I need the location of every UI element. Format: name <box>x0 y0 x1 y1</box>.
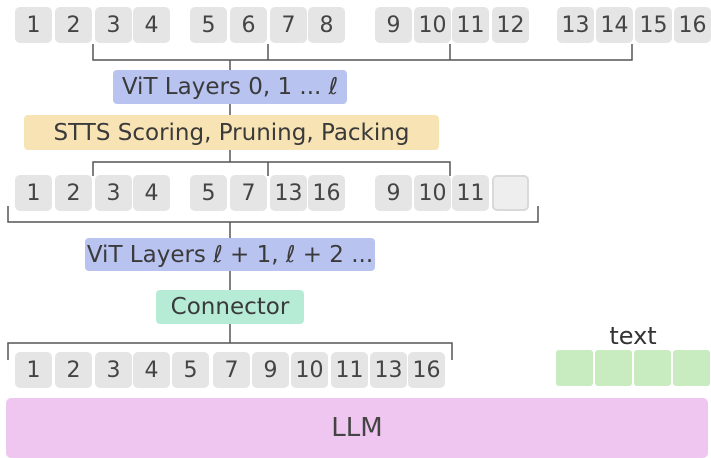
output-token: 7 <box>213 352 250 388</box>
input-token: 8 <box>308 7 345 43</box>
output-token: 11 <box>331 352 368 388</box>
packed-token: 2 <box>55 175 92 211</box>
packed-token: 13 <box>270 175 307 211</box>
text-tokens-label: text <box>609 322 657 350</box>
packed-token: 16 <box>308 175 345 211</box>
output-token: 2 <box>55 352 92 388</box>
input-token: 3 <box>95 7 132 43</box>
vit-layers-first-label: ViT Layers 0, 1 ... ℓ <box>113 70 347 104</box>
packed-token: 7 <box>230 175 267 211</box>
input-token: 16 <box>674 7 711 43</box>
packed-token: 3 <box>95 175 132 211</box>
input-token: 15 <box>635 7 672 43</box>
bracket-packed-bottom <box>7 206 539 223</box>
packed-token-padding <box>492 175 529 211</box>
input-token: 4 <box>133 7 170 43</box>
packed-token: 1 <box>15 175 52 211</box>
text-token <box>673 350 710 386</box>
packed-token: 5 <box>190 175 227 211</box>
text-token <box>634 350 671 386</box>
output-token: 10 <box>291 352 328 388</box>
text-token <box>556 350 593 386</box>
output-token: 16 <box>408 352 445 388</box>
text-token <box>595 350 632 386</box>
bracket-output <box>7 342 453 360</box>
bracket-packed-top <box>92 161 451 176</box>
input-token: 10 <box>414 7 451 43</box>
input-token: 13 <box>557 7 594 43</box>
input-token: 1 <box>15 7 52 43</box>
packed-token: 11 <box>452 175 489 211</box>
vit-layers-second-label: ViT Layers ℓ + 1, ℓ + 2 ... <box>85 238 375 271</box>
packed-token: 9 <box>375 175 412 211</box>
connector-label: Connector <box>156 290 304 324</box>
bracket-input <box>92 44 633 61</box>
input-token: 5 <box>190 7 227 43</box>
packed-token: 10 <box>414 175 451 211</box>
input-token: 2 <box>55 7 92 43</box>
output-token: 4 <box>133 352 170 388</box>
input-token: 12 <box>492 7 529 43</box>
stts-scoring-label: STTS Scoring, Pruning, Packing <box>24 115 439 150</box>
input-token: 6 <box>230 7 267 43</box>
input-token: 7 <box>270 7 307 43</box>
output-token: 9 <box>252 352 289 388</box>
input-token: 11 <box>452 7 489 43</box>
output-token: 1 <box>15 352 52 388</box>
output-token: 5 <box>172 352 209 388</box>
packed-token: 4 <box>133 175 170 211</box>
llm-block: LLM <box>6 398 708 458</box>
input-token: 14 <box>596 7 633 43</box>
output-token: 3 <box>95 352 132 388</box>
output-token: 13 <box>370 352 407 388</box>
input-token: 9 <box>375 7 412 43</box>
